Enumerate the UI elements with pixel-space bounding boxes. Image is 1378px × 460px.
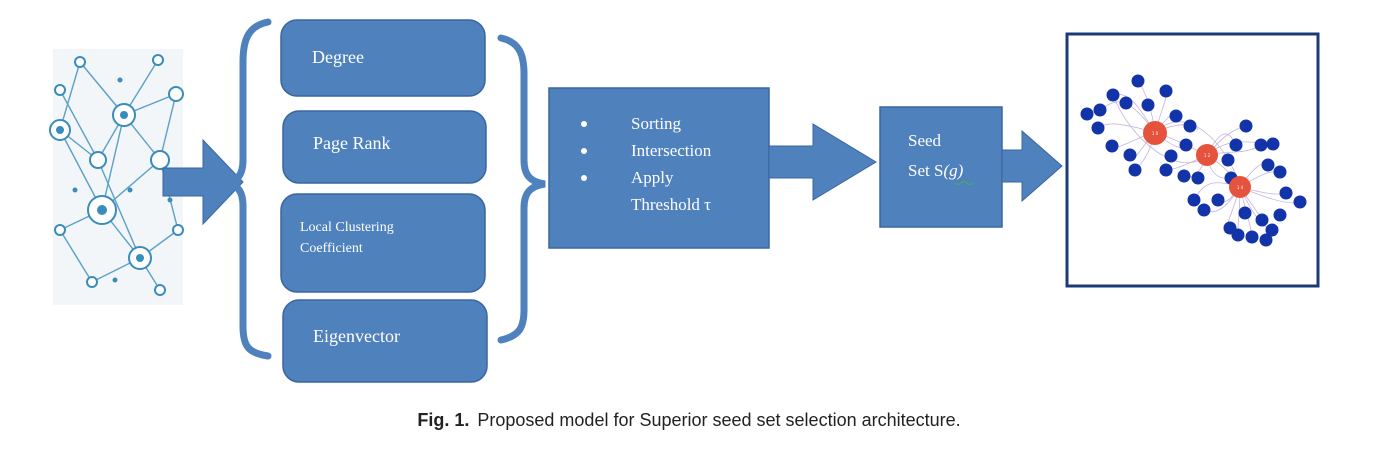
bullet-icon	[581, 175, 587, 181]
process-item-intersection: Intersection	[631, 141, 712, 160]
bullet-icon	[581, 148, 587, 154]
metric-label-degree: Degree	[312, 47, 364, 67]
seed-set-box: Seed Set S(g)	[879, 106, 1003, 228]
metric-box-page-rank: Page Rank	[282, 110, 487, 184]
seed-label-line1: Seed	[908, 131, 942, 150]
seed-label-line2: Set S(g)	[908, 161, 964, 180]
arrow-right	[1001, 129, 1063, 203]
arrow-right	[162, 138, 244, 226]
bracket-left	[225, 18, 272, 360]
caption-label: Fig. 1.	[417, 410, 470, 430]
process-item-sorting: Sorting	[631, 114, 682, 133]
bullet-icon	[581, 121, 587, 127]
arrow-right	[768, 123, 877, 201]
figure-caption: Fig. 1. Proposed model for Superior seed …	[0, 410, 1378, 431]
svg-text:1 2: 1 2	[1204, 153, 1211, 158]
caption-text: Proposed model for Superior seed set sel…	[477, 410, 961, 430]
svg-text:1 4: 1 4	[1237, 185, 1244, 190]
svg-text:1 0: 1 0	[1152, 131, 1159, 136]
metric-label-eigenvector: Eigenvector	[313, 326, 400, 346]
metric-box-degree: Degree	[280, 19, 486, 97]
metric-label-page-rank: Page Rank	[313, 133, 390, 153]
spellcheck-squiggle-icon	[954, 181, 974, 185]
social-graph-image: 1 0 1 2 1 4	[1065, 32, 1320, 288]
metric-box-eigenvector: Eigenvector	[282, 299, 488, 383]
bracket-right	[497, 34, 546, 344]
